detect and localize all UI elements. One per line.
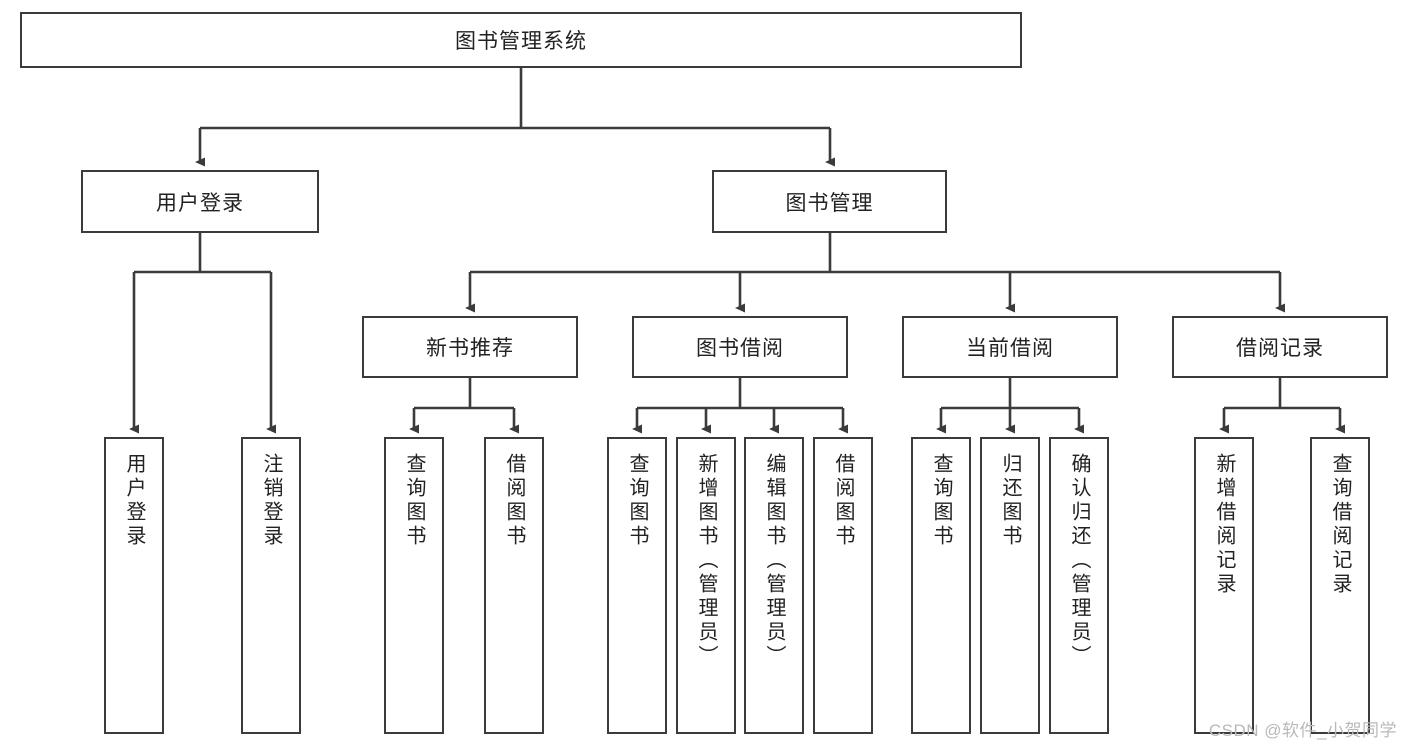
leaf-current-borrow-return[interactable]: 归还图书	[980, 437, 1040, 734]
leaf-label: 注销登录	[260, 453, 282, 549]
leaf-book-borrow-add[interactable]: 新增图书（管理员）	[676, 437, 736, 734]
leaf-book-borrow-edit[interactable]: 编辑图书（管理员）	[744, 437, 804, 734]
node-current-borrow[interactable]: 当前借阅	[902, 316, 1118, 378]
leaf-label: 查询借阅记录	[1329, 453, 1351, 597]
leaf-label: 借阅图书	[503, 453, 525, 549]
node-borrow-record[interactable]: 借阅记录	[1172, 316, 1388, 378]
leaf-label: 归还图书	[999, 453, 1021, 549]
leaf-label: 新增借阅记录	[1213, 453, 1235, 597]
node-user-login[interactable]: 用户登录	[81, 170, 319, 233]
leaf-book-borrow-query[interactable]: 查询图书	[607, 437, 667, 734]
node-new-book-recommend[interactable]: 新书推荐	[362, 316, 578, 378]
leaf-label: 查询图书	[626, 453, 648, 549]
node-book-borrow[interactable]: 图书借阅	[632, 316, 848, 378]
leaf-label: 查询图书	[930, 453, 952, 549]
leaf-label: 编辑图书（管理员）	[763, 453, 785, 669]
leaf-label: 用户登录	[123, 453, 145, 549]
leaf-user-login-login[interactable]: 用户登录	[104, 437, 164, 734]
leaf-borrow-record-add[interactable]: 新增借阅记录	[1194, 437, 1254, 734]
leaf-book-borrow-borrow[interactable]: 借阅图书	[813, 437, 873, 734]
leaf-user-login-logout[interactable]: 注销登录	[241, 437, 301, 734]
leaf-label: 新增图书（管理员）	[695, 453, 717, 669]
leaf-label: 借阅图书	[832, 453, 854, 549]
node-root-system[interactable]: 图书管理系统	[20, 12, 1022, 68]
node-book-management[interactable]: 图书管理	[712, 170, 947, 233]
leaf-borrow-record-query[interactable]: 查询借阅记录	[1310, 437, 1370, 734]
leaf-current-borrow-confirm[interactable]: 确认归还（管理员）	[1049, 437, 1109, 734]
leaf-new-book-query[interactable]: 查询图书	[384, 437, 444, 734]
leaf-label: 确认归还（管理员）	[1068, 453, 1090, 669]
leaf-current-borrow-query[interactable]: 查询图书	[911, 437, 971, 734]
leaf-new-book-borrow[interactable]: 借阅图书	[484, 437, 544, 734]
csdn-watermark: CSDN @软件_小贺同学	[1208, 721, 1397, 740]
leaf-label: 查询图书	[403, 453, 425, 549]
